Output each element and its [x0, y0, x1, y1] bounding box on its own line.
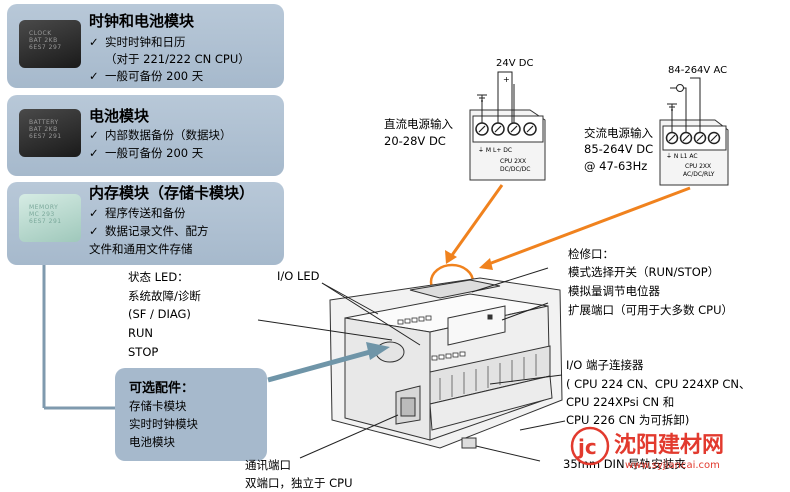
watermark-sub: www.syjiancai.com [625, 460, 720, 471]
io-terminal-line2: CPU 224XPsi CN 和 [566, 395, 675, 409]
check-icon: ✓ [89, 69, 99, 83]
io-terminal-line3: CPU 226 CN 为可拆卸) [566, 413, 690, 427]
io-led-label: I/O LED [277, 269, 320, 283]
battery-panel-line1: ✓内部数据备份（数据块） [89, 128, 232, 142]
status-led-line3: RUN [128, 326, 154, 340]
svg-text:jc: jc [577, 435, 597, 459]
clock-panel-title: 时钟和电池模块 [89, 12, 195, 30]
memory-panel-line2: ✓数据记录文件、配方 [89, 224, 209, 238]
inspection-line2: 模拟量调节电位器 [568, 284, 660, 298]
battery-panel-title: 电池模块 [89, 107, 150, 125]
dc-cpu-text-2: DC/DC/DC [500, 166, 530, 173]
optional-line1: 存储卡模块 [129, 399, 187, 413]
clock-panel-line2: ✓一般可备份 200 天 [89, 69, 204, 83]
ac-power-label1: 交流电源输入 [584, 126, 653, 140]
dc-power-label2: 20-28V DC [384, 134, 446, 148]
dc-power-label1: 直流电源输入 [384, 117, 453, 131]
clock-panel-line1: ✓实时时钟和日历 [89, 35, 186, 49]
teal-arrow [267, 342, 390, 383]
optional-line2: 实时时钟模块 [129, 417, 198, 431]
dc-terminal-block: ⏚ M L+ DC CPU 2XX DC/DC/DC + [469, 71, 546, 181]
dc-cpu-text-1: CPU 2XX [500, 158, 526, 165]
watermark-main: 沈阳建材网 [614, 433, 724, 458]
memory-panel-title: 内存模块（存储卡模块） [89, 184, 255, 202]
watermark-logo: jc 沈阳建材网 www.syjiancai.com [570, 426, 724, 471]
ac-power-label2: 85-264V DC [584, 142, 654, 156]
ac-terminal-block: ⏚ N L1 AC CPU 2XX AC/DC/RLY [659, 77, 729, 186]
status-led-line4: STOP [128, 345, 159, 359]
io-terminal-title: I/O 端子连接器 [566, 358, 644, 372]
dc-voltage-label: 24V DC [496, 58, 534, 69]
optional-accessories-box [115, 368, 267, 461]
dc-pins-text: ⏚ M L+ DC [478, 147, 512, 154]
ac-cpu-text-2: AC/DC/RLY [683, 171, 715, 178]
inspection-line3: 扩展端口（可用于大多数 CPU） [568, 303, 734, 317]
ac-power-label3: @ 47-63Hz [584, 159, 648, 173]
comm-port-line2: 双端口，独立于 CPU [245, 476, 353, 490]
optional-line3: 电池模块 [129, 435, 175, 449]
status-led-line1: 系统故障/诊断 [128, 289, 201, 303]
battery-panel-line2: ✓一般可备份 200 天 [89, 146, 204, 160]
check-icon: ✓ [89, 146, 99, 160]
memory-panel-line2-sub: 文件和通用文件存储 [89, 242, 193, 256]
ac-pins-text: ⏚ N L1 AC [666, 153, 698, 160]
ac-voltage-label: 84-264V AC [668, 65, 728, 76]
clock-panel-line1-sub: （对于 221/222 CN CPU） [105, 52, 250, 66]
check-icon: ✓ [89, 206, 99, 220]
check-icon: ✓ [89, 128, 99, 142]
inspection-line1: 模式选择开关（RUN/STOP） [568, 265, 720, 279]
status-led-title: 状态 LED： [128, 270, 189, 284]
orange-arrows [429, 184, 691, 301]
leader-lines [257, 267, 566, 462]
comm-port-line1: 通讯端口 [245, 458, 291, 472]
din-rail-label: 35mm DIN 导轨安装夹 [563, 457, 686, 471]
check-icon: ✓ [89, 224, 99, 238]
inspection-title: 检修口： [568, 247, 614, 261]
svg-text:+: + [503, 75, 510, 84]
plc-body [329, 277, 563, 449]
memory-panel-line1: ✓程序传送和备份 [89, 206, 186, 220]
status-led-line2: (SF / DIAG) [128, 307, 191, 321]
io-terminal-line1: ( CPU 224 CN、CPU 224XP CN、 [566, 377, 751, 391]
check-icon: ✓ [89, 35, 99, 49]
optional-title: 可选配件： [129, 381, 195, 396]
ac-cpu-text-1: CPU 2XX [685, 163, 711, 170]
